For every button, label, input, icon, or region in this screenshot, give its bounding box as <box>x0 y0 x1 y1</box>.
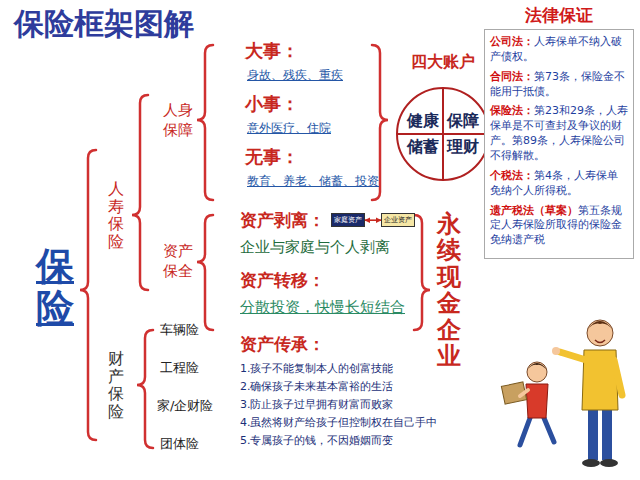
head <box>587 320 613 346</box>
law-name: 遗产税法（草案） <box>490 204 578 217</box>
insurance-type: 车辆险 <box>160 322 199 338</box>
category-heading: 资产传承： <box>240 334 325 354</box>
account-quadrant: 储蓄 <box>407 138 439 156</box>
category-items: 身故、残疾、重疾 <box>247 68 343 82</box>
branch-term: 人寿保险 <box>108 180 124 250</box>
diagram-title: 保险框架图解 <box>14 6 194 42</box>
brace <box>80 150 96 440</box>
law-name: 个税法： <box>490 169 534 182</box>
account-heading: 四大账户 <box>393 52 493 71</box>
category-heading: 大事： <box>245 40 299 62</box>
shoe <box>600 459 618 467</box>
insurance-type: 团体险 <box>160 436 199 452</box>
insurance-type: 工程险 <box>160 360 199 376</box>
hair <box>527 363 547 370</box>
category-items: 意外医疗、住院 <box>247 121 331 135</box>
brace <box>414 215 430 330</box>
brace <box>137 330 153 448</box>
category-items: 企业与家庭与个人剥离 <box>240 238 390 256</box>
arm <box>614 360 622 395</box>
category-heading: 资产转移： <box>240 270 325 290</box>
list-item: 4.虽然将财产给孩子但控制权在自己手中 <box>240 416 438 429</box>
account-circle: 四大账户健康保障储蓄理财 <box>393 52 493 182</box>
arm <box>560 352 586 360</box>
shoe <box>582 459 600 467</box>
conclusion-term: 永续现金企业 <box>437 211 461 369</box>
account-quadrant: 保障 <box>447 112 479 130</box>
box-text: 企业资产 <box>384 216 412 224</box>
account-quadrant: 理财 <box>447 138 479 156</box>
list-item: 3.防止孩子过早拥有财富而败家 <box>240 398 394 411</box>
brace <box>132 95 148 290</box>
double-arrow <box>365 219 381 221</box>
hair <box>587 321 613 330</box>
law-name: 合同法： <box>490 70 534 83</box>
account-quadrant: 健康 <box>407 112 439 130</box>
sub-branch-term: 人身保障 <box>163 100 193 141</box>
box-text: 家庭资产 <box>334 216 362 224</box>
branch-term: 财产保险 <box>108 350 124 420</box>
root-term: 保险 <box>36 246 74 330</box>
mouth <box>595 340 605 343</box>
law-name: 保险法： <box>490 104 534 117</box>
category-items: 教育、养老、储蓄、投资 <box>247 174 379 188</box>
category-items: 分散投资，快慢长短结合 <box>240 298 405 316</box>
category-heading: 资产剥离： <box>240 210 325 230</box>
brace <box>197 45 213 200</box>
leg <box>602 405 612 460</box>
braces <box>80 45 430 448</box>
legal-clause: 个税法：第4条，人寿保单免纳个人所得税。 <box>490 169 628 199</box>
panel-heading: 法律保证 <box>484 4 634 26</box>
leg <box>544 418 554 442</box>
legal-clause: 保险法：第23和29条，人寿保单是不可查封及争议的财产。第89条，人寿保险公司不… <box>490 104 628 163</box>
legal-clause: 合同法：第73条，保险金不能用于抵债。 <box>490 70 628 100</box>
hand <box>552 347 560 355</box>
insurance-type: 家/企财险 <box>157 398 213 414</box>
list-item: 1.孩子不能复制本人的创富技能 <box>240 362 394 375</box>
cartoon-figures <box>501 320 622 467</box>
sub-branch-term: 资产保全 <box>163 241 193 282</box>
legal-box: 公司法：人寿保单不纳入破产债权。合同法：第73条，保险金不能用于抵债。保险法：第… <box>484 29 634 259</box>
law-name: 公司法： <box>490 35 534 48</box>
legal-clause: 遗产税法（草案）第五条规定人寿保险所取得的保险金免纳遗产税 <box>490 204 628 249</box>
legal-panel: 法律保证公司法：人寿保单不纳入破产债权。合同法：第73条，保险金不能用于抵债。保… <box>484 4 634 259</box>
asset-box: 企业资产 <box>381 213 415 227</box>
category-heading: 无事： <box>245 146 299 168</box>
list-item: 2.确保孩子未来基本富裕的生活 <box>240 380 394 393</box>
brace <box>197 215 213 330</box>
asset-box: 家庭资产 <box>331 213 365 227</box>
list-item: 5.专属孩子的钱，不因婚姻而变 <box>240 434 394 447</box>
leg <box>520 418 530 445</box>
arm <box>520 390 528 396</box>
leg <box>588 405 598 460</box>
legal-clause: 公司法：人寿保单不纳入破产债权。 <box>490 35 628 65</box>
head <box>527 362 547 382</box>
category-heading: 小事： <box>245 93 299 115</box>
